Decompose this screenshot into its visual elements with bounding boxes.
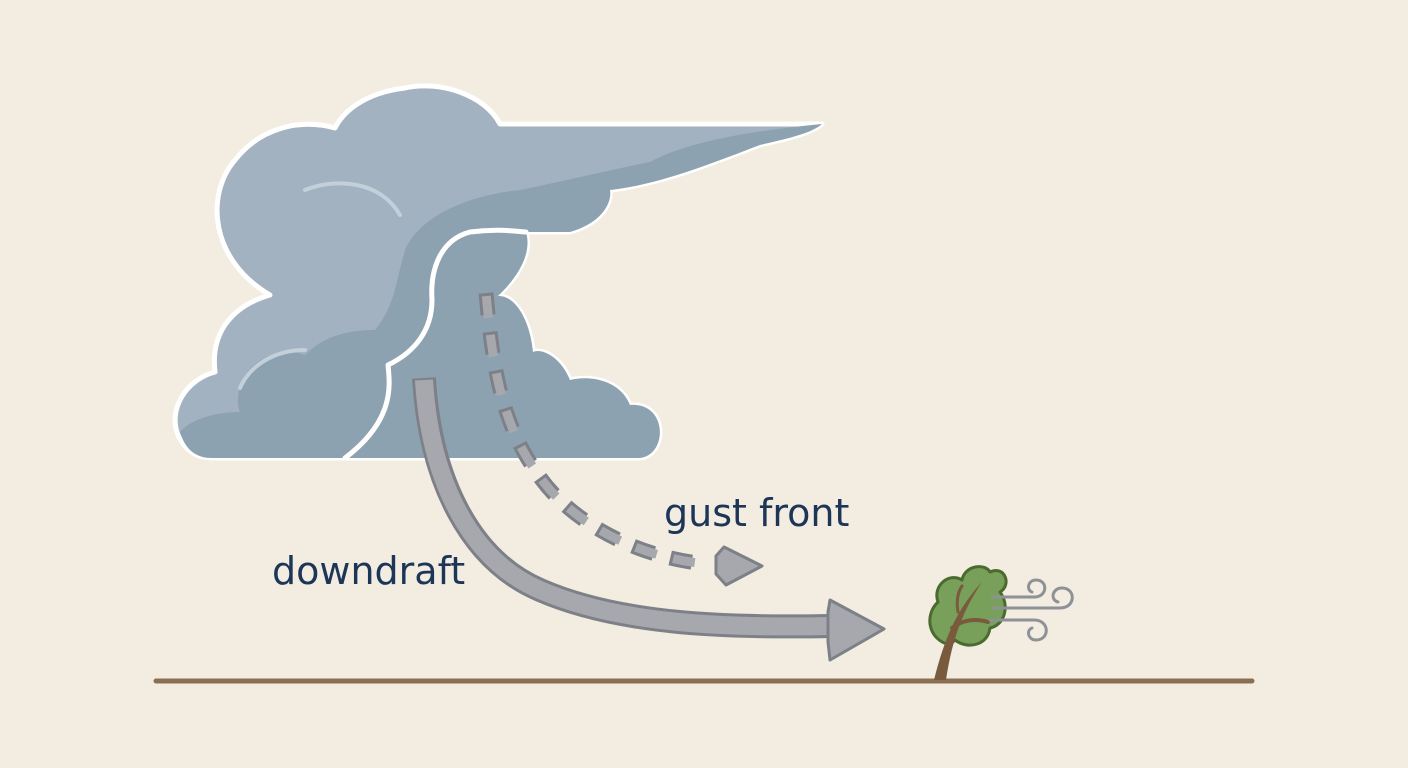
tree-foliage (928, 565, 1008, 647)
bending-tree-icon (928, 565, 1008, 680)
downdraft-arrowhead (826, 598, 886, 662)
downdraft-label: downdraft (272, 549, 466, 593)
wind-gust-icon (988, 578, 1074, 642)
wind-line-bottom (988, 618, 1048, 642)
cloud-inner-outline (342, 227, 529, 461)
downdraft-shaft-fill (415, 379, 833, 636)
tree-branch (950, 618, 990, 630)
cloud-highlight-bottom (238, 348, 307, 390)
wind-line-top (990, 578, 1047, 599)
gust-front-dashed-fill (481, 292, 699, 568)
cloud-underside (180, 124, 822, 458)
storm-cloud-icon (172, 83, 825, 461)
tree-trunk (934, 582, 982, 680)
gust-front-arrowhead (714, 545, 764, 587)
tree-branch-upper (955, 584, 964, 614)
cloud-highlight-top (303, 181, 402, 217)
downdraft-arrow (412, 377, 886, 662)
gust-front-label: gust front (664, 491, 850, 535)
wind-line-middle (992, 586, 1074, 610)
gust-front-arrow (478, 292, 764, 587)
